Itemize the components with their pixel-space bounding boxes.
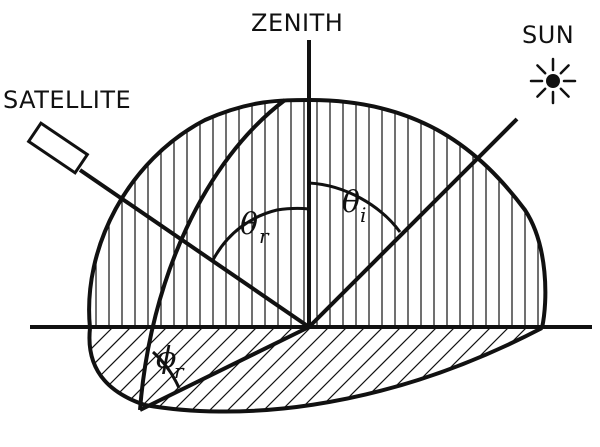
ground-projection-line [139, 325, 310, 412]
satellite-label: SATELLITE [3, 86, 131, 114]
sun-ray [307, 117, 519, 329]
phi-r-subscript: r [174, 359, 185, 383]
phi-r-symbol: ϕ [156, 341, 176, 376]
sun-label: SUN [522, 21, 574, 49]
sun-icon [529, 57, 577, 105]
theta-i-arc [308, 181, 402, 233]
theta-r-arc [211, 206, 310, 261]
meridian-arc [138, 98, 287, 411]
zenith-label: ZENITH [251, 9, 343, 37]
satellite-icon [26, 121, 90, 175]
phi-r-arc [152, 350, 181, 389]
ground-ellipse-outline [87, 326, 543, 414]
theta-r-symbol: θ [240, 207, 258, 242]
theta-i-subscript: i [360, 203, 366, 227]
theta-i-symbol: θ [342, 185, 360, 220]
theta-r-subscript: r [259, 224, 270, 248]
satellite-ray [78, 168, 311, 329]
